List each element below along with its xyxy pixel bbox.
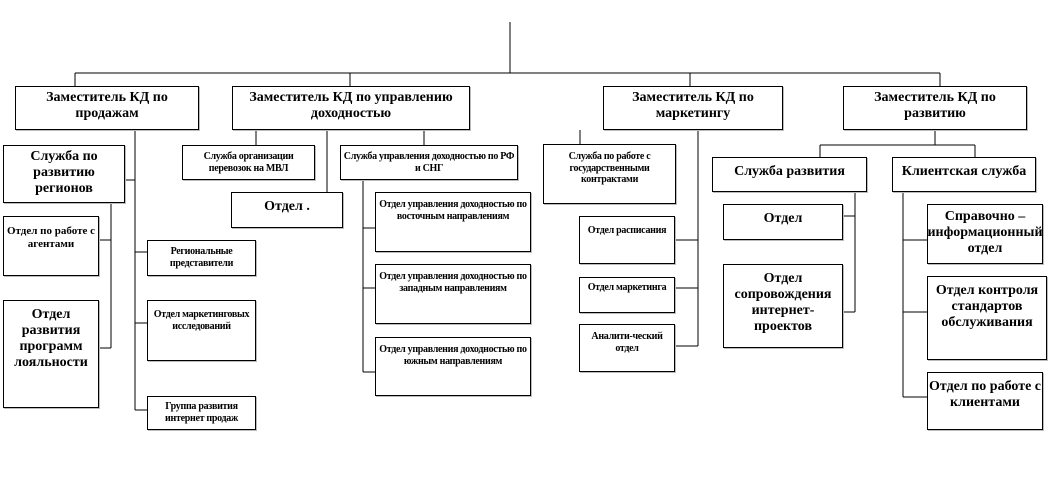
- connector: [74, 22, 941, 86]
- clients-dept: Отдел по работе с клиентами: [927, 372, 1043, 430]
- analytics-dept: Аналити-ческий отдел: [579, 324, 675, 372]
- deputy-development: Заместитель КД по развитию: [843, 86, 1027, 130]
- regions-service: Служба по развитию регионов: [3, 145, 125, 203]
- standards-dept: Отдел контроля стандартов обслуживания: [927, 276, 1047, 360]
- south-dept: Отдел управления доходностью по южным на…: [375, 337, 531, 396]
- deputy-revenue: Заместитель КД по управлению доходностью: [232, 86, 470, 130]
- connector: [902, 192, 927, 398]
- schedule-dept: Отдел расписания: [579, 216, 675, 264]
- connector: [125, 130, 147, 411]
- internet-sales-group: Группа развития интернет продаж: [147, 396, 256, 430]
- connector: [99, 203, 112, 349]
- marketing-dept: Отдел маркетинга: [579, 277, 675, 313]
- regional-reps: Региональные представители: [147, 240, 256, 276]
- client-service: Клиентская служба: [892, 157, 1036, 192]
- connector: [255, 130, 425, 192]
- deputy-marketing: Заместитель КД по маркетингу: [603, 86, 783, 130]
- gov-contracts-service: Служба по работе с государственными конт…: [543, 144, 676, 204]
- development-dept: Отдел: [723, 204, 843, 240]
- agents-dept: Отдел по работе с агентами: [3, 216, 99, 276]
- loyalty-dept: Отдел развития программ лояльности: [3, 300, 99, 408]
- marketing-research-dept: Отдел маркетинговых исследований: [147, 300, 256, 361]
- rf-cis-service: Служба управления доходностью по РФ и СН…: [340, 145, 518, 180]
- connector: [579, 130, 699, 347]
- connector: [362, 180, 375, 373]
- internet-projects-dept: Отдел сопровождения интернет-проектов: [723, 264, 843, 348]
- mvl-service: Служба организации перевозок на МВЛ: [182, 145, 315, 180]
- revenue-dept: Отдел .: [231, 192, 343, 228]
- development-service: Служба развития: [712, 157, 867, 192]
- info-dept: Справочно – информационный отдел: [927, 204, 1043, 264]
- connector: [843, 192, 856, 313]
- west-dept: Отдел управления доходностью по западным…: [375, 264, 531, 324]
- east-dept: Отдел управления доходностью по восточны…: [375, 192, 531, 252]
- connector: [819, 130, 976, 157]
- deputy-sales: Заместитель КД по продажам: [15, 86, 199, 130]
